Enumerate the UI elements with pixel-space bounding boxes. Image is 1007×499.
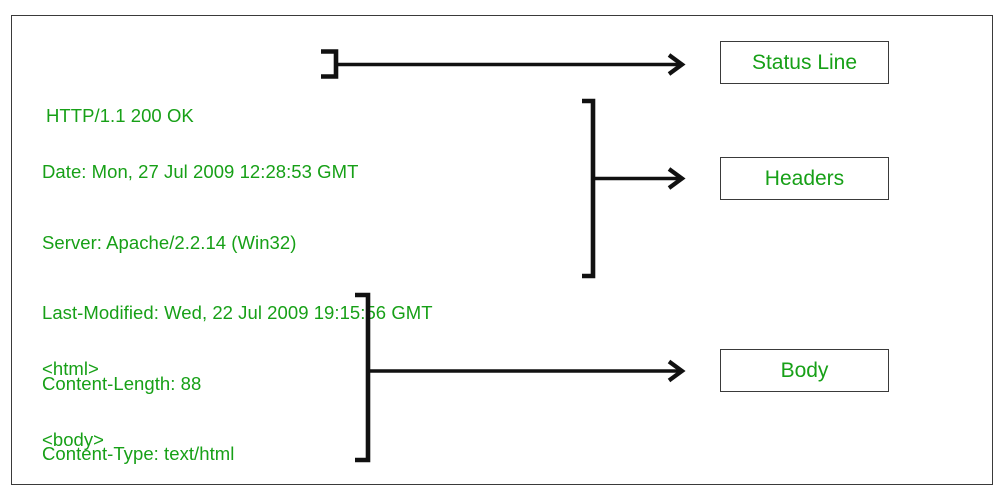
status-line-text-block: HTTP/1.1 200 OK <box>46 57 194 175</box>
label-box-body-text: Body <box>780 358 829 382</box>
header-line-3: Content-Length: 88 <box>42 372 202 394</box>
headers-text-block: Date: Mon, 27 Jul 2009 12:28:53 GMT Serv… <box>42 113 433 499</box>
header-line-2: Last-Modified: Wed, 22 Jul 2009 19:15:56… <box>42 302 433 323</box>
diagram-outer-frame <box>11 15 993 485</box>
label-box-headers-text: Headers <box>764 166 845 190</box>
label-box-headers[interactable]: Headers <box>720 157 889 200</box>
label-box-body[interactable]: Body <box>720 349 889 392</box>
status-line-line-0: HTTP/1.1 200 OK <box>46 105 194 126</box>
header-line-0: Date: Mon, 27 Jul 2009 12:28:53 GMT <box>42 161 359 182</box>
label-box-status-line-text: Status Line <box>751 50 858 74</box>
body-line-0: <html> <box>42 358 99 379</box>
header-line-4: Content-Type: text/html <box>42 443 235 464</box>
body-line-1: <body> <box>42 428 105 450</box>
label-box-status-line[interactable]: Status Line <box>720 41 889 84</box>
body-text-block: <html> <body> <h1>Hello, World!</h1> </b… <box>42 310 238 499</box>
header-line-1: Server: Apache/2.2.14 (Win32) <box>42 231 297 253</box>
